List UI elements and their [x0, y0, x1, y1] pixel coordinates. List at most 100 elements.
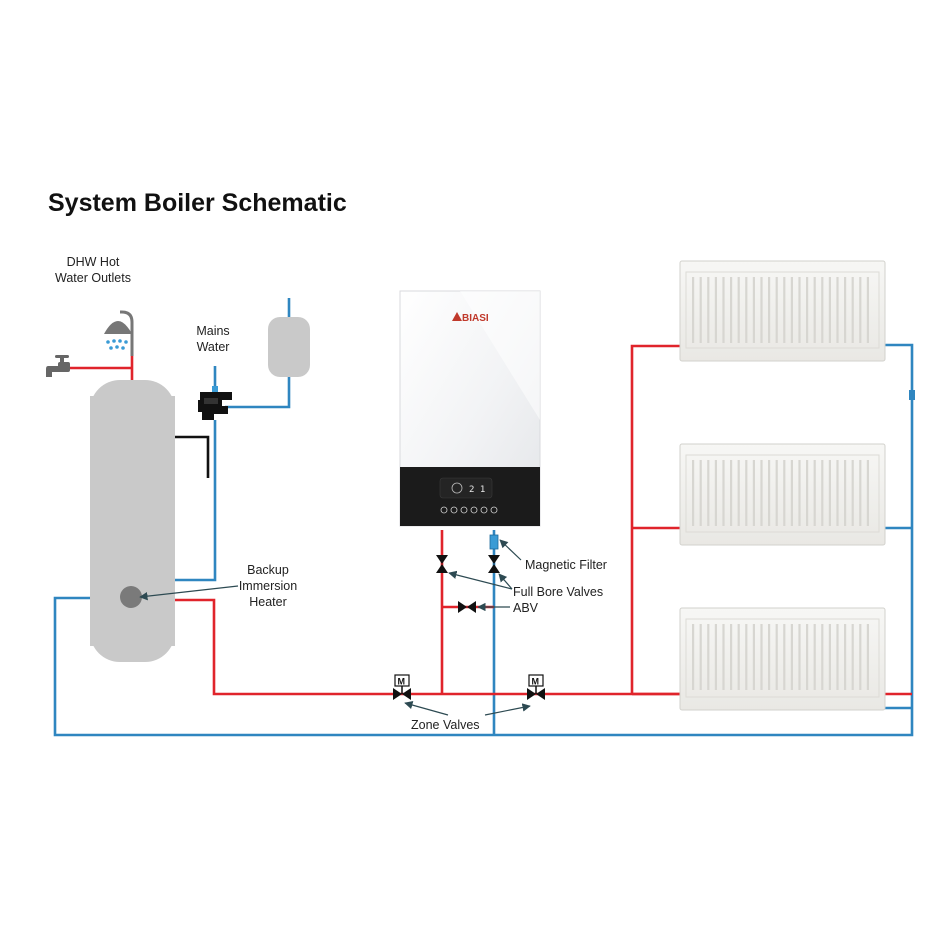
brand-logo: BIASI — [452, 312, 489, 324]
radiator-fin — [790, 460, 793, 526]
mains-label-line1: Mains — [196, 324, 229, 338]
radiator-fin — [760, 460, 763, 526]
tap-icon — [46, 355, 70, 377]
radiator-fin — [866, 460, 869, 526]
radiator-fin — [806, 460, 809, 526]
radiator-fin — [851, 460, 854, 526]
labels: DHW Hot Water Outlets Mains Water Backup… — [55, 255, 607, 732]
magnetic-filter — [489, 534, 499, 550]
radiator-fin — [722, 277, 725, 343]
radiator-fin — [859, 460, 862, 526]
expansion-vessel — [268, 317, 310, 377]
backup-label-line2: Immersion — [239, 579, 297, 593]
radiator-fin — [813, 277, 816, 343]
radiator-fin — [798, 624, 801, 690]
radiator-fin — [692, 460, 695, 526]
radiator-fin — [828, 624, 831, 690]
leader-lines — [139, 539, 531, 716]
radiator-3 — [679, 607, 886, 711]
radiator-fin — [813, 624, 816, 690]
radiator-fin — [859, 624, 862, 690]
radiator-fin — [745, 624, 748, 690]
automatic-bypass-valve — [458, 601, 476, 613]
radiator-fin — [768, 277, 771, 343]
radiator-fin — [760, 277, 763, 343]
radiator-fin — [790, 624, 793, 690]
backup-label-line1: Backup — [247, 563, 289, 577]
radiator-fin — [714, 277, 717, 343]
zone-valve-marker: M — [532, 677, 540, 687]
dhw-label-line2: Water Outlets — [55, 271, 131, 285]
radiator-fin — [790, 277, 793, 343]
zone-valve-marker: M — [398, 677, 406, 687]
radiator-fin — [692, 624, 695, 690]
radiator-fin — [836, 460, 839, 526]
shower-icon — [104, 310, 134, 356]
radiator-fin — [722, 624, 725, 690]
radiator-fin — [730, 624, 733, 690]
radiator-fin — [714, 460, 717, 526]
radiator-fin — [699, 624, 702, 690]
radiator-fin — [859, 277, 862, 343]
radiator-fin — [752, 460, 755, 526]
radiator-fin — [783, 277, 786, 343]
full-bore-valves-label: Full Bore Valves — [513, 585, 603, 599]
radiator-fin — [798, 277, 801, 343]
radiator-fin — [768, 624, 771, 690]
radiator-fin — [775, 460, 778, 526]
radiator-fin — [806, 277, 809, 343]
full-bore-valve-return — [488, 555, 500, 573]
backup-label-line3: Heater — [249, 595, 287, 609]
hot-water-cylinder — [90, 380, 175, 662]
radiator-fin — [844, 460, 847, 526]
radiator-fin — [775, 277, 778, 343]
radiator-fin — [699, 277, 702, 343]
radiator-fin — [745, 277, 748, 343]
page-title: System Boiler Schematic — [48, 189, 347, 217]
zone-valve-2: M — [527, 674, 545, 700]
mains-label-line2: Water — [197, 340, 230, 354]
radiator-fin — [707, 277, 710, 343]
radiator-fin — [836, 624, 839, 690]
mains-inlet-valve-group — [198, 386, 232, 420]
radiator-fin — [752, 624, 755, 690]
system-boiler: 2 1 BIASI — [399, 290, 541, 527]
radiator-fin — [707, 624, 710, 690]
radiator-fin — [813, 460, 816, 526]
radiator-fin — [798, 460, 801, 526]
radiator-fin — [768, 460, 771, 526]
radiator-fin — [714, 624, 717, 690]
radiator-fin — [783, 624, 786, 690]
radiator-fin — [707, 460, 710, 526]
full-bore-valve-flow — [436, 555, 448, 573]
radiator-fin — [699, 460, 702, 526]
radiator-fin — [821, 624, 824, 690]
radiator-2 — [679, 443, 886, 546]
radiator-fin — [836, 277, 839, 343]
radiator-fin — [730, 460, 733, 526]
radiator-fin — [737, 624, 740, 690]
radiator-fin — [783, 460, 786, 526]
boiler-buttons — [440, 506, 498, 514]
valves: M M — [393, 390, 915, 700]
radiator-fin — [737, 460, 740, 526]
radiator-fin — [775, 624, 778, 690]
radiator-fin — [692, 277, 695, 343]
immersion-heater — [120, 586, 142, 608]
radiator-fin — [730, 277, 733, 343]
radiator-fin — [752, 277, 755, 343]
radiator-fin — [866, 624, 869, 690]
radiator-fin — [737, 277, 740, 343]
radiator-fin — [821, 277, 824, 343]
zone-valve-1: M — [393, 674, 411, 700]
radiator-fin — [851, 277, 854, 343]
radiator-fin — [821, 460, 824, 526]
water-droplet-icon — [106, 339, 128, 350]
radiator-fin — [851, 624, 854, 690]
radiator-fin — [828, 460, 831, 526]
radiator-fin — [722, 460, 725, 526]
radiator-fin — [745, 460, 748, 526]
zone-valves-label: Zone Valves — [411, 718, 480, 732]
radiator-fin — [866, 277, 869, 343]
